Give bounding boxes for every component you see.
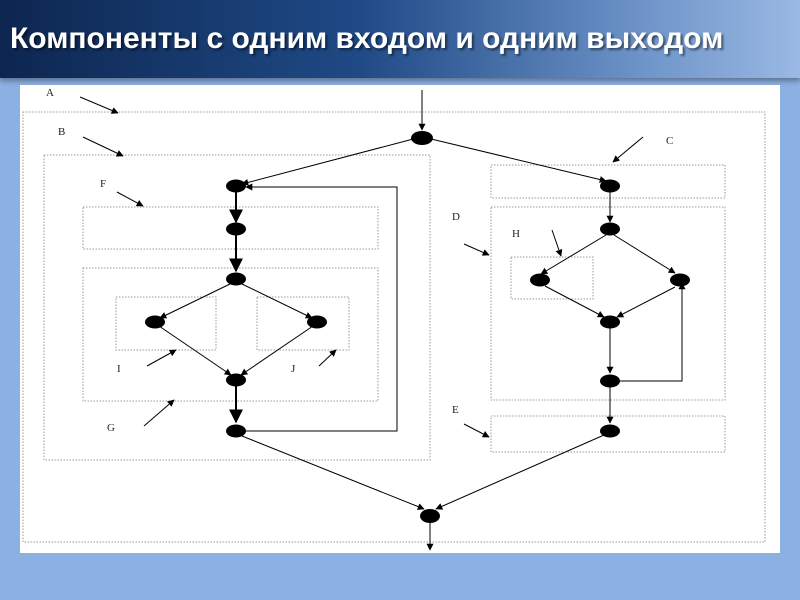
- node-c: [600, 179, 620, 193]
- label-d: D: [452, 211, 460, 223]
- node-g-join: [226, 373, 246, 387]
- label-e: E: [452, 404, 459, 416]
- box-i: [115, 296, 217, 351]
- flow-edges: [158, 90, 686, 551]
- node-entry: [411, 131, 433, 145]
- label-j: J: [291, 363, 296, 375]
- node-b-out: [226, 424, 246, 438]
- node-d-split: [600, 222, 620, 236]
- box-b: [43, 154, 431, 461]
- node-i: [145, 315, 165, 329]
- node-h: [530, 273, 550, 287]
- box-h: [510, 256, 594, 300]
- label-h: H: [512, 228, 520, 240]
- label-a: A: [46, 87, 54, 99]
- label-i: I: [117, 363, 121, 375]
- flowchart-diagram: A B C D E F G H I J: [22, 87, 766, 551]
- node-f-out: [226, 222, 246, 236]
- box-d: [490, 206, 726, 401]
- box-e: [490, 415, 726, 453]
- label-pointers: [79, 96, 644, 438]
- node-f-in: [226, 179, 246, 193]
- box-c: [490, 164, 726, 199]
- node-e: [600, 424, 620, 438]
- label-g: G: [107, 422, 115, 434]
- node-g-split: [226, 272, 246, 286]
- flowchart-canvas: A B C D E F G H I J: [20, 85, 780, 553]
- node-d-loop: [600, 374, 620, 388]
- box-a: [22, 111, 766, 543]
- node-exit: [420, 509, 440, 523]
- label-c: C: [666, 135, 673, 147]
- node-d-join: [600, 315, 620, 329]
- flow-nodes: [145, 131, 690, 523]
- label-b: B: [58, 126, 65, 138]
- title-bar: Компоненты с одним входом и одним выходо…: [0, 0, 800, 78]
- node-d-right: [670, 273, 690, 287]
- box-f: [82, 206, 379, 250]
- node-j: [307, 315, 327, 329]
- box-j: [256, 296, 350, 351]
- label-f: F: [100, 178, 106, 190]
- slide-title: Компоненты с одним входом и одним выходо…: [10, 22, 724, 55]
